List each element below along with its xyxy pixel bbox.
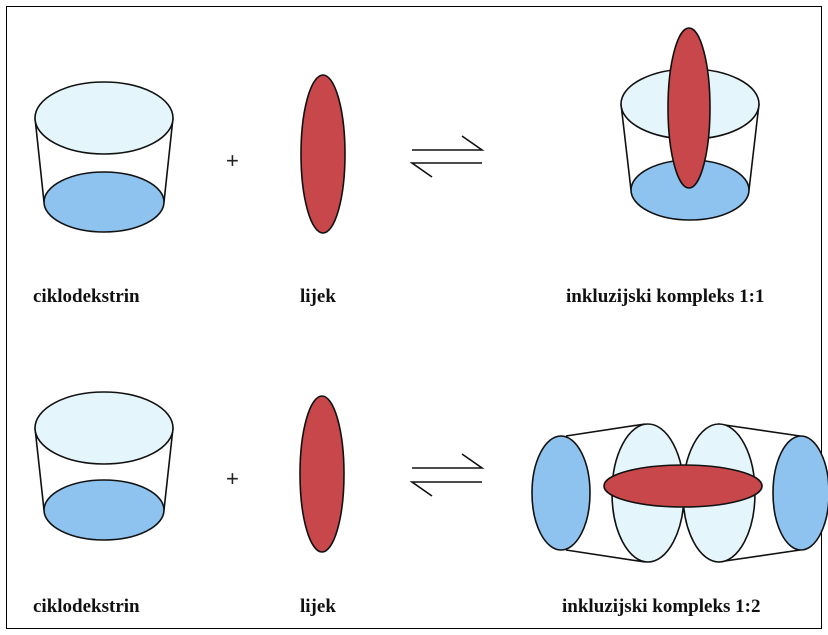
guest-label-1: lijek [300,286,336,307]
drug-ellipse-2 [299,395,345,553]
cyclodextrin-cup-2 [34,391,174,541]
equilibrium-arrows-2 [409,453,485,497]
host-label-1: ciklodekstrin [33,286,140,307]
complex-label-2: inkluzijski kompleks 1:2 [562,596,761,617]
complex-label-1: inkluzijski kompleks 1:1 [566,286,765,307]
equilibrium-arrows-1 [409,135,485,178]
inclusion-complex-1-1 [620,27,760,221]
plus-sign-2: + [226,466,239,491]
host-label-2: ciklodekstrin [33,596,140,617]
plus-sign-1: + [226,148,239,173]
cyclodextrin-cup-1 [34,81,174,233]
inclusion-complex-1-2 [531,423,828,563]
guest-label-2: lijek [300,596,336,617]
drug-ellipse-1 [300,74,346,234]
